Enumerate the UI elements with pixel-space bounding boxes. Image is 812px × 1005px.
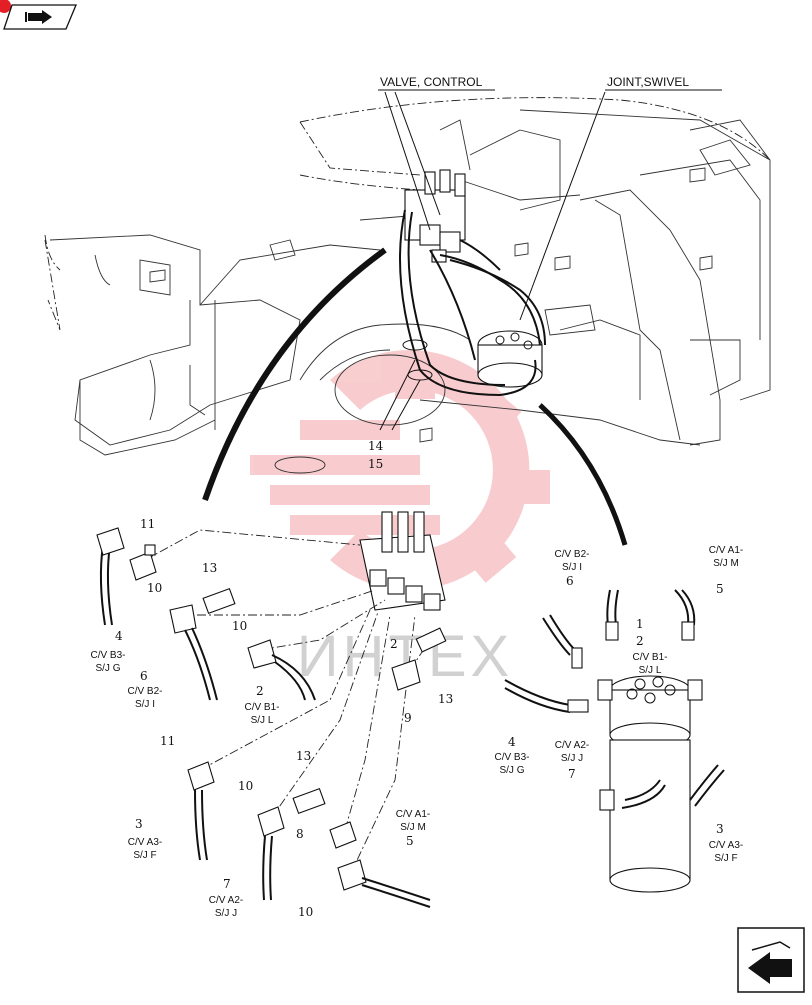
hose-3-left [187, 761, 215, 861]
callout-number: 10 [147, 581, 162, 595]
hose-7-left [257, 806, 285, 901]
callout-number: 15 [368, 457, 383, 471]
callout-number: 13 [202, 561, 217, 575]
upper-frame-phantom [44, 97, 771, 331]
callout-number: 3 [716, 822, 724, 836]
hose-label: C/V B1-S/J L [632, 652, 667, 676]
joint-swivel-title: JOINT,SWIVEL [607, 75, 689, 89]
hose-label: C/V B2-S/J I [554, 549, 589, 573]
hose-label: C/V B2-S/J I [127, 686, 162, 710]
callout-number: 9 [404, 711, 412, 725]
fitting-11-top [129, 544, 157, 581]
swivel-joint-exploded [597, 675, 703, 893]
fitting-13-a [202, 587, 236, 615]
callout-number: 7 [223, 877, 231, 891]
callout-number: 5 [406, 834, 414, 848]
fitting-13-b [415, 627, 447, 653]
right-hoses [504, 589, 725, 809]
fitting-13-c [292, 787, 326, 815]
callout-number: 13 [438, 692, 453, 706]
hose-label: C/V B1-S/J L [244, 702, 279, 726]
callout-number: 11 [140, 517, 155, 531]
next-page-arrow-icon[interactable] [737, 927, 805, 993]
callout-number: 10 [298, 905, 313, 919]
callout-number: 2 [636, 634, 644, 648]
hose-label: C/V A1-S/J M [709, 545, 743, 569]
valve-control-assembly [404, 169, 466, 263]
fitting-8 [329, 821, 357, 849]
exploded-leaders [144, 529, 431, 876]
callout-number: 2 [390, 637, 398, 651]
callout-number: 6 [566, 574, 574, 588]
hose-label: C/V A3-S/J F [128, 837, 162, 861]
title-leaders [378, 89, 722, 431]
control-valve-exploded [359, 511, 446, 611]
hose-6-left [169, 604, 218, 701]
callout-number: 2 [256, 684, 264, 698]
callout-number: 14 [368, 439, 384, 453]
callout-number: 4 [508, 735, 516, 749]
callout-number: 10 [238, 779, 253, 793]
hose-label: C/V A2-S/J J [209, 895, 243, 919]
hose-5-left [337, 859, 431, 908]
swivel-joint-assembly [477, 330, 543, 388]
callout-number: 8 [296, 827, 304, 841]
callout-number: 4 [115, 629, 123, 643]
callout-number: 5 [716, 582, 724, 596]
hose-label: C/V A2-S/J J [555, 740, 589, 764]
book-arrow-icon[interactable] [0, 0, 77, 30]
upper-frame [49, 109, 771, 474]
hose-label: C/V A3-S/J F [709, 840, 743, 864]
hose-label: C/V B3-S/J G [494, 752, 529, 776]
callout-number: 3 [135, 817, 143, 831]
fitting-9 [391, 659, 421, 691]
callout-number: 10 [232, 619, 247, 633]
callout-number: 11 [160, 734, 175, 748]
hose-2-left [247, 639, 316, 701]
callout-number: 6 [140, 669, 148, 683]
valve-control-title: VALVE, CONTROL [380, 75, 483, 89]
hose-4-left [96, 527, 125, 626]
callout-number: 1 [636, 617, 644, 631]
hose-label: C/V A1-S/J M [396, 809, 430, 833]
upper-hoses [399, 209, 546, 397]
watermark-logo [250, 350, 550, 591]
callout-number: 13 [296, 749, 311, 763]
hose-label: C/V B3-S/J G [90, 650, 125, 674]
zoom-arcs [202, 247, 628, 546]
callout-number: 7 [568, 767, 576, 781]
